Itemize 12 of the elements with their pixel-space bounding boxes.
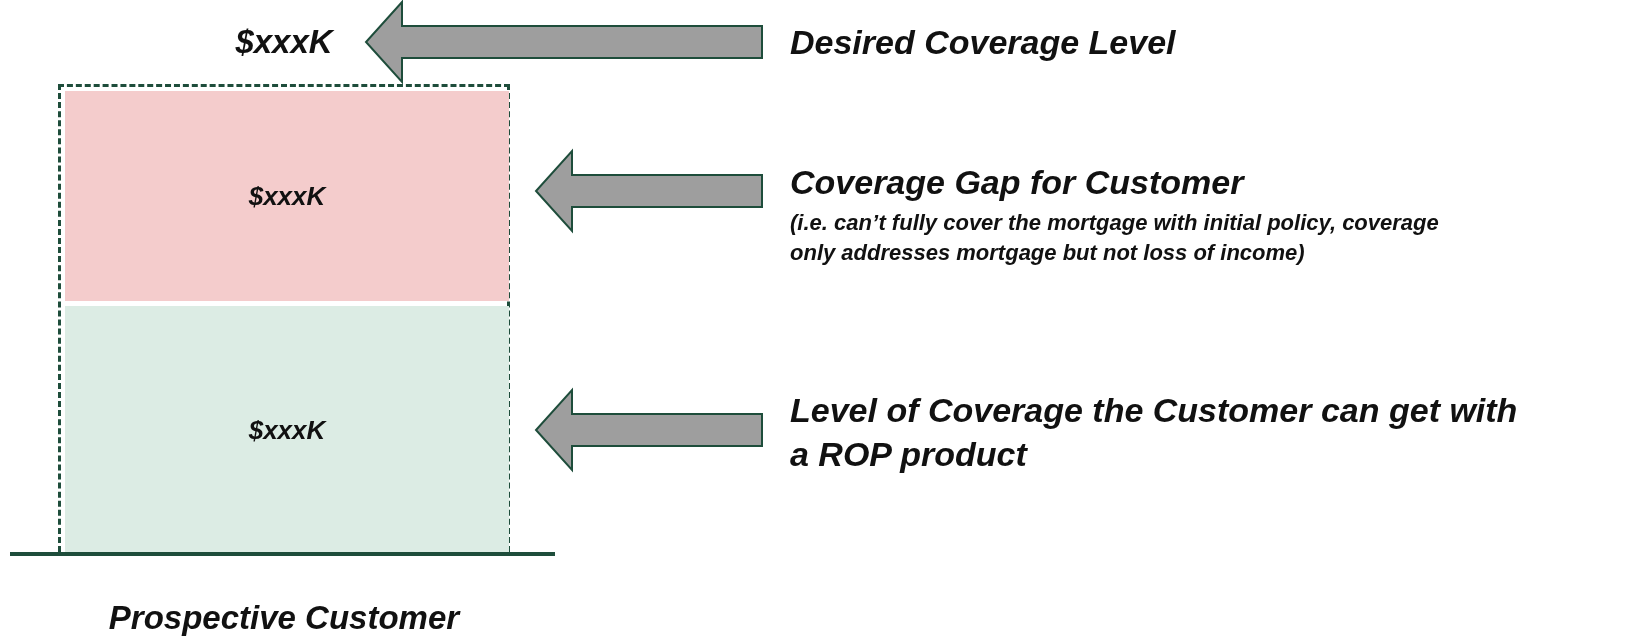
amount-label: $xxxK (214, 0, 354, 83)
axis-label: Prospective Customer (107, 598, 462, 638)
dashed-frame (58, 84, 510, 552)
annotation-text: Desired Coverage Level (790, 22, 1177, 63)
annotation-text: Coverage Gap for Customer (790, 162, 1246, 203)
block-arrow (534, 148, 763, 234)
block-arrow (364, 0, 763, 85)
block-arrow (534, 387, 763, 473)
annotation-text: Level of Coverage the Customer can get with a ROP product (790, 390, 1519, 475)
coverage-block: $xxxK (65, 306, 509, 554)
note-text: (i.e. can’t fully cover the mortgage with initial policy, coverage only addresses mortgage but not loss of income) (790, 209, 1440, 267)
gap-block: $xxxK (65, 91, 509, 301)
